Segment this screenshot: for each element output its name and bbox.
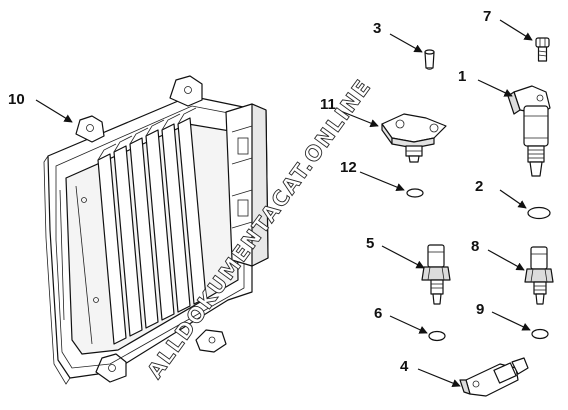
sensor-part-11 [381,113,447,163]
leader-10 [35,99,73,123]
callout-2: 2 [475,178,483,195]
callout-12: 12 [340,159,357,176]
sensor-part-4 [459,357,529,397]
leader-4 [417,368,461,388]
leader-11 [337,109,379,128]
callout-5: 5 [366,235,374,252]
sensor-part-5 [421,244,451,305]
callout-7: 7 [483,8,491,25]
control-module-part-10 [43,75,269,385]
leader-8 [487,249,525,271]
callout-numbers: 1 2 3 4 5 6 7 8 9 10 11 12 [8,8,491,375]
leader-3 [389,33,423,53]
pin-part-3 [424,49,435,70]
o-ring-part-12 [406,188,424,198]
leader-2 [499,189,527,209]
leader-5 [381,245,425,269]
leader-12 [359,171,405,192]
callout-4: 4 [400,358,409,375]
sensor-part-1 [507,85,551,177]
sensor-part-8 [524,246,554,305]
leader-9 [491,311,531,331]
leader-6 [389,315,428,334]
callout-1: 1 [458,68,466,85]
callout-3: 3 [373,20,381,37]
bolt-part-7 [535,37,550,62]
callout-6: 6 [374,305,382,322]
callout-9: 9 [476,301,484,318]
o-ring-part-6 [428,330,446,342]
o-ring-part-9 [531,328,549,340]
leader-1 [477,79,513,97]
leader-7 [499,19,533,41]
callout-11: 11 [320,96,336,113]
o-ring-part-2 [527,206,551,220]
callout-10: 10 [8,91,25,108]
leader-lines [35,19,533,388]
callout-8: 8 [471,238,479,255]
